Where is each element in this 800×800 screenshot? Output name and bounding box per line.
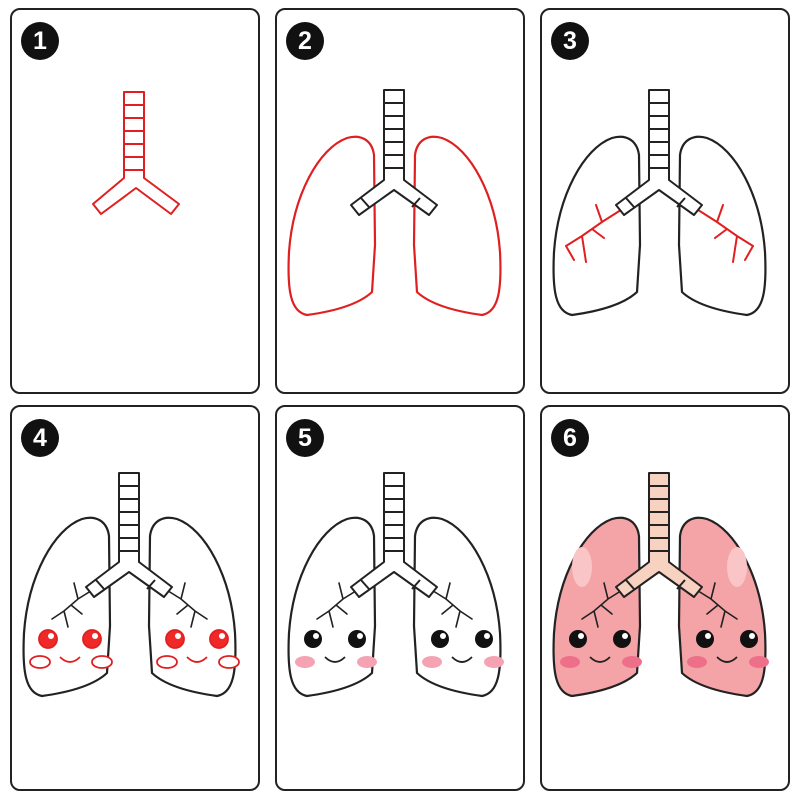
drawing-step-4 bbox=[22, 472, 240, 698]
lungs-icon bbox=[287, 516, 502, 698]
bronchi-icon bbox=[316, 582, 473, 628]
step-number-badge: 6 bbox=[551, 419, 589, 457]
drawing-step-5 bbox=[287, 472, 504, 698]
step-number-badge: 1 bbox=[21, 22, 59, 60]
step-number-badge: 2 bbox=[286, 22, 324, 60]
face-icon bbox=[29, 629, 240, 669]
drawing-step-1 bbox=[92, 91, 180, 215]
step-panel-4: 4 bbox=[10, 405, 260, 791]
drawing-step-2 bbox=[287, 89, 502, 317]
lungs-icon bbox=[287, 135, 502, 317]
trachea-icon bbox=[615, 89, 703, 216]
trachea-icon bbox=[615, 472, 703, 598]
lung-highlight-icon bbox=[572, 547, 747, 587]
bronchi-icon bbox=[581, 582, 738, 628]
drawing-step-6 bbox=[552, 472, 769, 698]
step-number-badge: 4 bbox=[21, 419, 59, 457]
trachea-icon bbox=[85, 472, 173, 598]
step-panel-6: 6 bbox=[540, 405, 790, 791]
lungs-icon bbox=[22, 516, 237, 698]
trachea-icon bbox=[92, 91, 180, 215]
step-panel-5: 5 bbox=[275, 405, 525, 791]
face-icon bbox=[560, 630, 769, 668]
face-icon bbox=[295, 630, 504, 668]
trachea-icon bbox=[350, 472, 438, 598]
drawing-step-3 bbox=[552, 89, 767, 317]
step-panel-3: 3 bbox=[540, 8, 790, 394]
bronchi-icon bbox=[565, 204, 754, 263]
step-panel-2: 2 bbox=[275, 8, 525, 394]
step-number-badge: 3 bbox=[551, 22, 589, 60]
step-number-badge: 5 bbox=[286, 419, 324, 457]
trachea-icon bbox=[350, 89, 438, 216]
step-panel-1: 1 bbox=[10, 8, 260, 394]
bronchi-icon bbox=[51, 582, 208, 628]
